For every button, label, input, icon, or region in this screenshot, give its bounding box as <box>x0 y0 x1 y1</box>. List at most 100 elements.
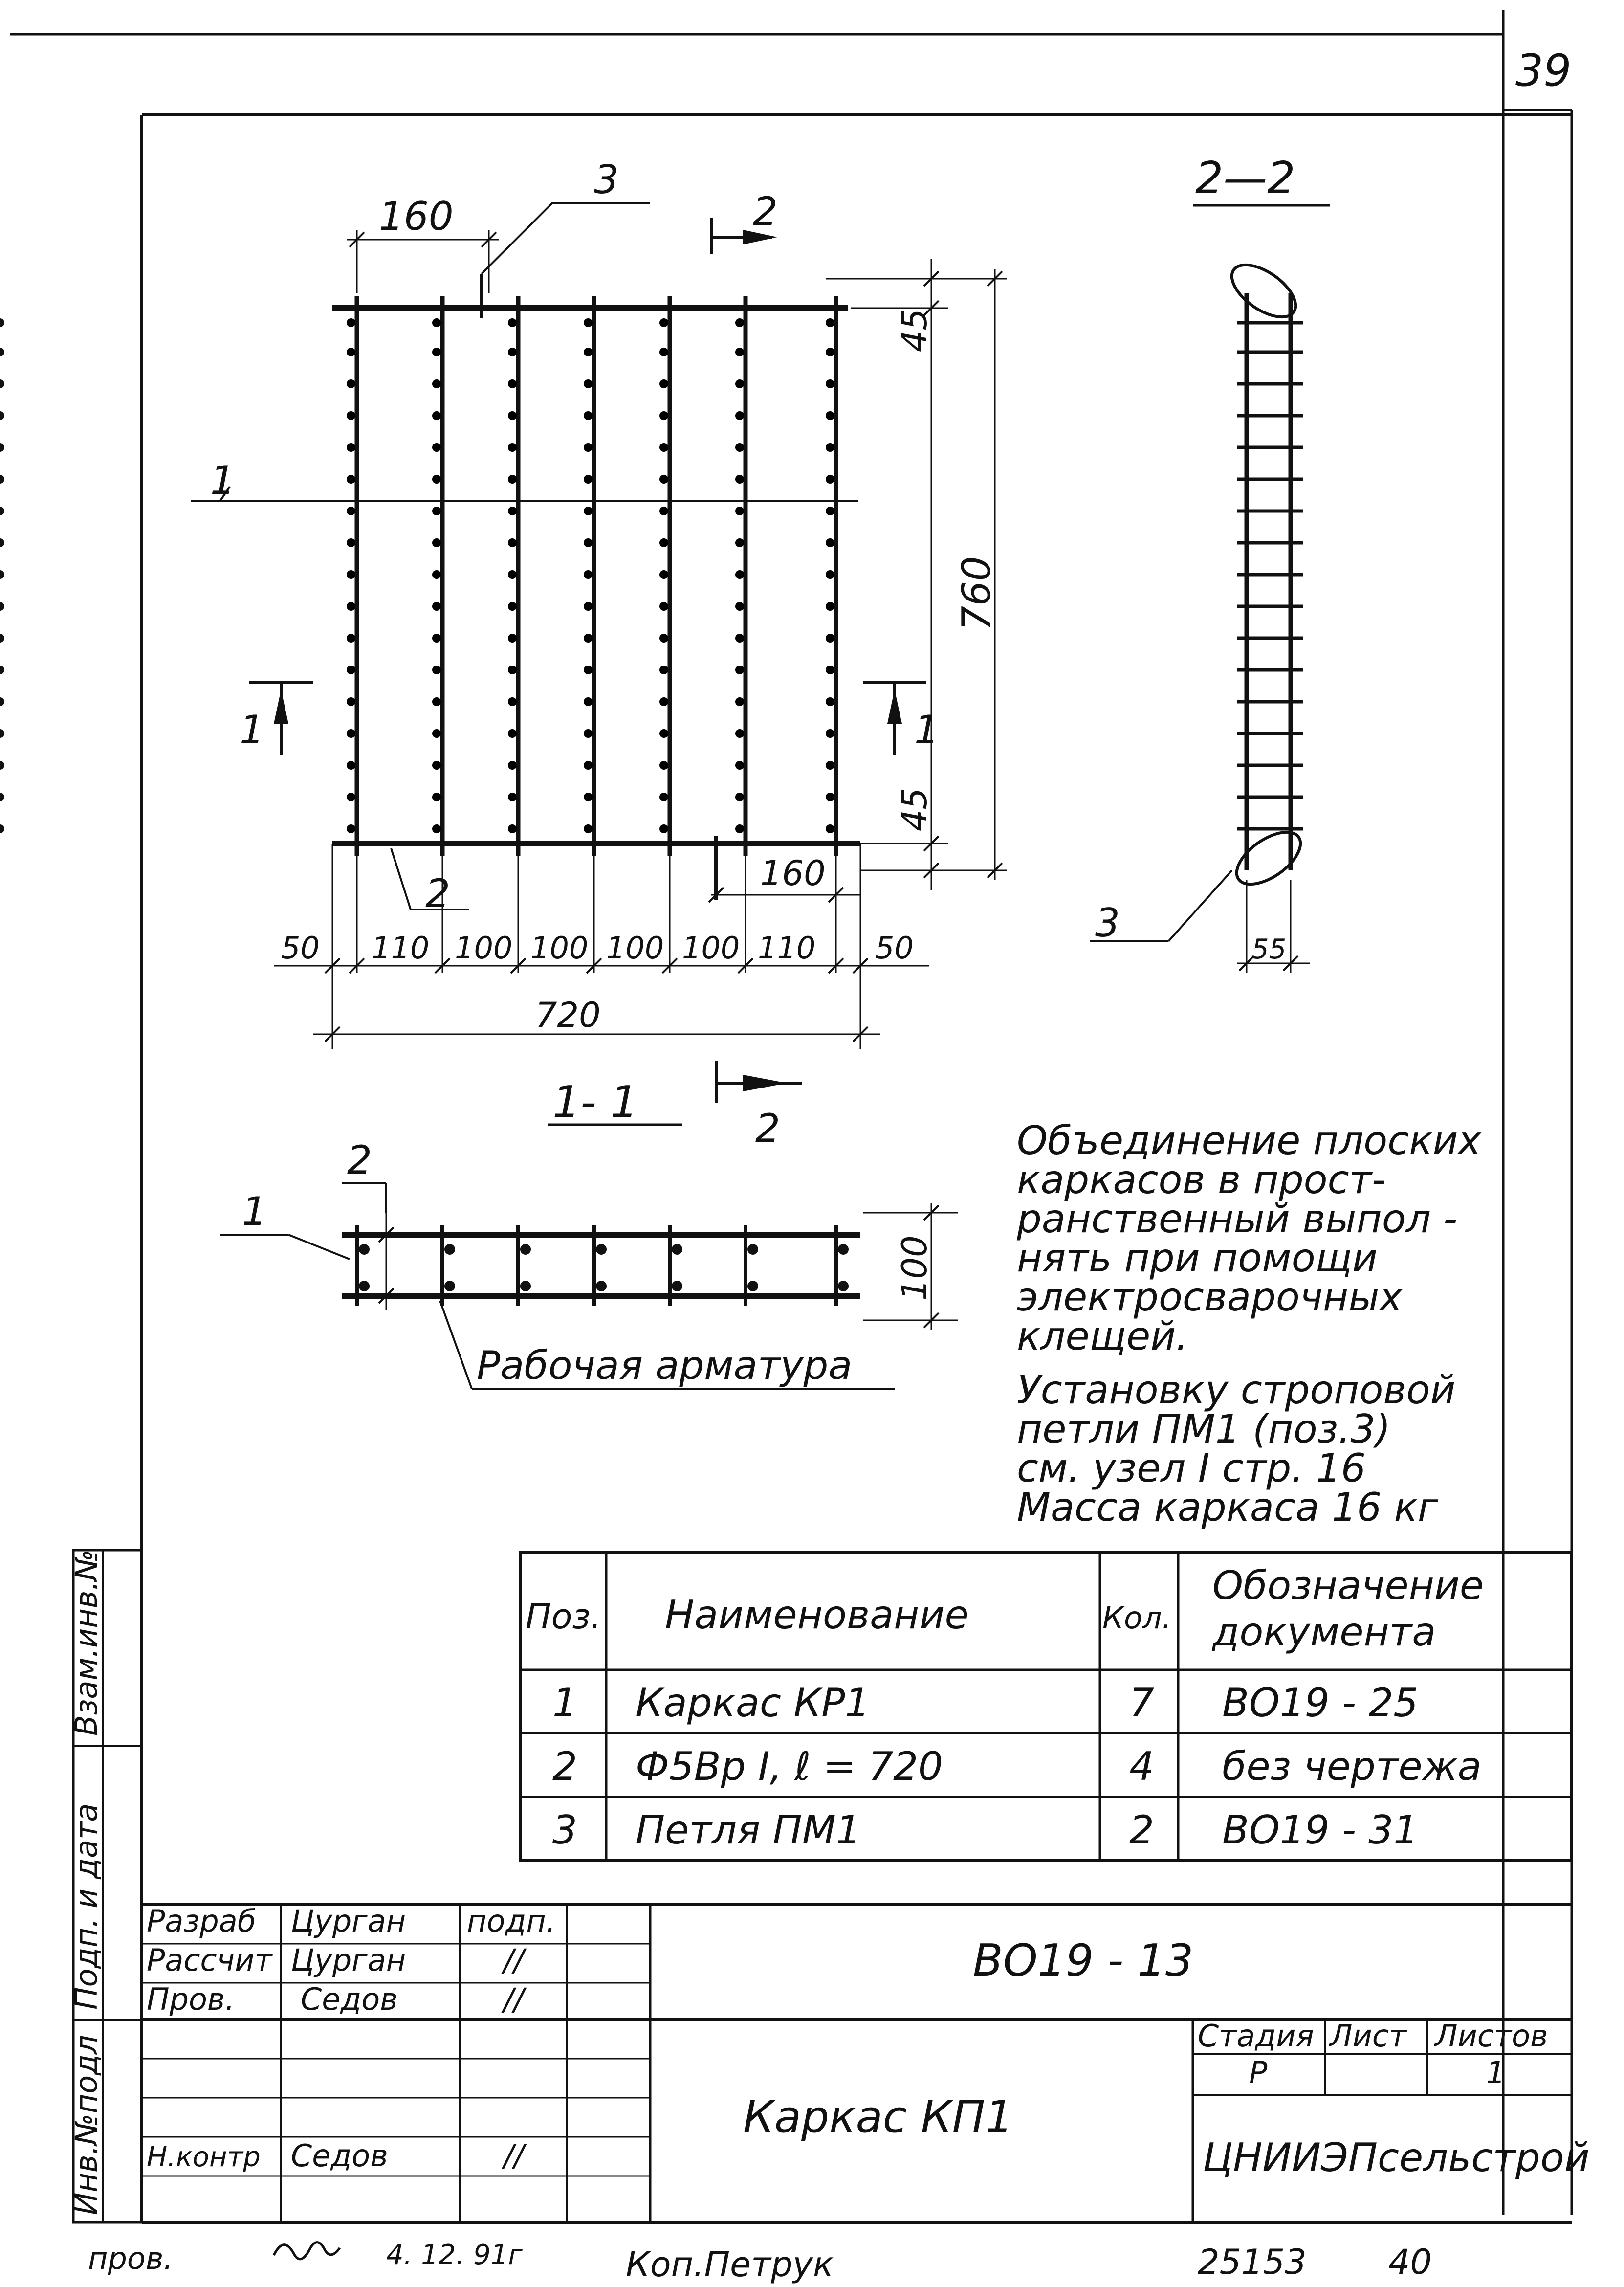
front-dim-45-bottom: 45 <box>895 788 935 831</box>
spec-header-name: Наименование <box>665 1592 969 1638</box>
bottom-dim: 50 <box>281 930 320 966</box>
bottom-dim: 110 <box>372 930 429 966</box>
table-row: 1 Каркас КР1 7 ВО19 - 25 <box>552 1680 1418 1726</box>
side-rungs <box>1237 321 1303 831</box>
tb-doc-code: ВО19 - 13 <box>973 1935 1193 1986</box>
tb-stage-header: Стадия <box>1198 2018 1314 2054</box>
section-pos2-marker: 2 <box>347 1137 372 1183</box>
tb-name: Седов <box>291 2138 388 2174</box>
stamp-inventory-no: Инв.№подл <box>68 2035 104 2215</box>
crossbar-weld-dots <box>0 318 4 833</box>
spec-row-pos: 1 <box>552 1680 577 1726</box>
tb-role: Разраб <box>147 1903 256 1939</box>
side-pos3-marker: 3 <box>1095 900 1120 946</box>
tb-role: Н.контр <box>147 2141 261 2173</box>
spec-header-pos: Поз. <box>526 1597 601 1637</box>
working-rebar-label: Рабочая арматура <box>477 1343 852 1388</box>
tb-drawing-title: Каркас КП1 <box>743 2091 1013 2143</box>
front-pos1-marker: 1 <box>210 458 235 503</box>
title-block: Разраб Цурган подп. Рассчит Цурган // Пр… <box>142 1903 1590 2222</box>
spec-row-doc: ВО19 - 31 <box>1222 1807 1418 1853</box>
footer-order-no: 25153 <box>1198 2242 1307 2282</box>
section-pos1-marker: 1 <box>242 1189 267 1234</box>
section-view: 1- 1 2 2 1 100 Рабочая арматура <box>220 1061 958 1390</box>
bottom-dim: 50 <box>875 930 914 966</box>
tb-sheets-value: 1 <box>1486 2055 1505 2090</box>
spec-row-doc: ВО19 - 25 <box>1222 1680 1418 1726</box>
spec-header-doc-2: документа <box>1211 1609 1436 1655</box>
stamp-replacement-no: Взам.инв.№ <box>68 1549 104 1736</box>
bottom-dim: 100 <box>530 930 588 966</box>
front-pos2-marker: 2 <box>425 871 450 916</box>
footer-checked-date: 4. 12. 91г <box>386 2239 523 2271</box>
tb-sheets-header: Листов <box>1434 2018 1548 2054</box>
tb-role: Рассчит <box>147 1942 273 1978</box>
bottom-dim: 100 <box>682 930 740 966</box>
spec-row-name: Ф5Вр I, ℓ = 720 <box>636 1744 943 1789</box>
note-line: ранственный выпол - <box>1016 1196 1457 1242</box>
note-line: нять при помощи <box>1017 1235 1378 1281</box>
section-dim-100: 100 <box>895 1235 935 1301</box>
side-view: 2—2 3 55 <box>1090 153 1330 973</box>
footer: пров. 4. 12. 91г Коп.Петрук 25153 40 <box>88 2239 1432 2285</box>
spec-row-name: Каркас КР1 <box>636 1680 870 1726</box>
spec-row-pos: 3 <box>552 1807 577 1853</box>
front-bottom-dims: 50 110 100 100 100 100 110 50 <box>281 930 914 966</box>
page-number: 39 <box>1515 45 1572 96</box>
footer-checked-label: пров. <box>88 2241 173 2276</box>
spec-header-qty: Кол. <box>1102 1600 1171 1636</box>
note-line: клещей. <box>1017 1313 1188 1359</box>
footer-copied: Коп.Петрук <box>626 2244 834 2285</box>
bottom-dim: 100 <box>606 930 664 966</box>
footer-sheet-ref: 40 <box>1388 2242 1432 2282</box>
tb-stage-value: Р <box>1249 2055 1268 2090</box>
front-view: 3 2 160 1 1 1 45 760 45 160 2 50 110 100… <box>0 157 1007 1049</box>
front-dim-760: 760 <box>954 556 999 631</box>
note-line: электросварочных <box>1017 1274 1404 1320</box>
spec-row-doc: без чертежа <box>1222 1744 1482 1789</box>
note-line: Объединение плоских <box>1017 1118 1482 1163</box>
section-title: 1- 1 <box>552 1077 638 1128</box>
note-line: каркасов в прост- <box>1017 1157 1386 1202</box>
tb-sign: // <box>501 1942 527 1978</box>
tb-sign: // <box>501 1981 527 2017</box>
front-dim-160-bottom: 160 <box>760 853 826 893</box>
tb-name: Цурган <box>291 1903 406 1939</box>
front-dim-160-top: 160 <box>379 194 454 239</box>
tb-sign: подп. <box>467 1903 556 1939</box>
spec-row-qty: 4 <box>1129 1744 1154 1789</box>
spec-row-pos: 2 <box>552 1744 577 1789</box>
side-view-title: 2—2 <box>1195 153 1295 204</box>
table-row: 2 Ф5Вр I, ℓ = 720 4 без чертежа <box>552 1744 1482 1789</box>
bottom-dimension-lines <box>274 844 929 1049</box>
side-stamp: Инв.№подл Подп. и дата Взам.инв.№ <box>68 1549 143 2224</box>
tb-name: Цурган <box>291 1942 406 1978</box>
checker-signature <box>272 2241 341 2261</box>
spec-row-qty: 7 <box>1129 1680 1154 1726</box>
notes: Объединение плоских каркасов в прост- ра… <box>1016 1118 1482 1530</box>
bottom-dim: 110 <box>758 930 815 966</box>
tb-sheet-header: Лист <box>1329 2018 1407 2054</box>
front-dim-720: 720 <box>535 995 601 1035</box>
section-arrow-label: 2 <box>755 1106 780 1151</box>
side-dim-55: 55 <box>1251 933 1286 965</box>
section-stirrups <box>355 1225 838 1306</box>
section-working-rebar-dots <box>359 1244 849 1291</box>
note-line: Масса каркаса 16 кг <box>1017 1485 1439 1530</box>
tb-sign: // <box>501 2138 527 2174</box>
front-dim-45-top: 45 <box>895 309 935 352</box>
note-line: петли ПМ1 (поз.3) <box>1017 1406 1391 1452</box>
spec-row-name: Петля ПМ1 <box>636 1807 861 1853</box>
table-row: 3 Петля ПМ1 2 ВО19 - 31 <box>552 1807 1418 1853</box>
front-section1-left: 1 <box>240 707 264 753</box>
tb-organization: ЦНИИЭПсельстрой <box>1203 2135 1590 2180</box>
drawing-frame <box>10 10 1573 2224</box>
spec-table: Поз. Наименование Кол. Обозначение докум… <box>519 1551 1573 1862</box>
spec-row-qty: 2 <box>1129 1807 1154 1853</box>
bottom-dim: 100 <box>455 930 512 966</box>
stamp-sign-date: Подп. и дата <box>68 1803 104 2010</box>
vertical-bars <box>354 296 838 856</box>
front-section1-right: 1 <box>914 707 939 753</box>
note-line: см. узел I стр. 16 <box>1017 1445 1366 1491</box>
